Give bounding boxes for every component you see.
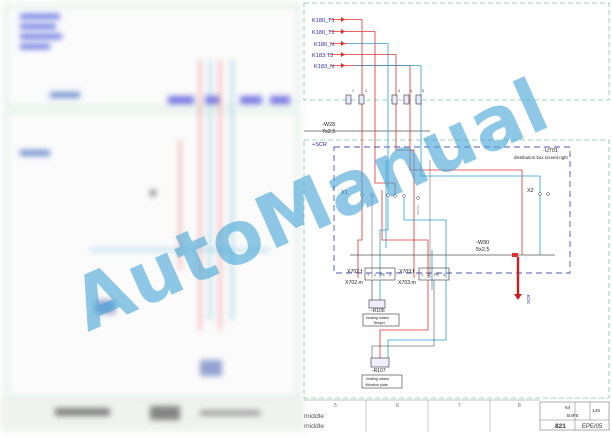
column-number: 6 <box>396 403 399 409</box>
svg-text:3: 3 <box>389 273 391 277</box>
svg-text:PE: PE <box>380 273 386 277</box>
signal-ref[interactable]: K183:T3 <box>312 53 333 59</box>
footer-row-1: middle <box>304 413 324 420</box>
area-label: +SCR <box>312 142 327 148</box>
svg-text:Tamper: Tamper <box>373 321 386 325</box>
svg-text:2: 2 <box>374 273 376 277</box>
distribution-box-frame <box>333 146 571 274</box>
svg-text:X703.f: X703.f <box>399 269 415 275</box>
red-conductors <box>357 19 523 278</box>
svg-text:1: 1 <box>421 273 423 277</box>
svg-text:1: 1 <box>367 273 369 277</box>
svg-text:5: 5 <box>422 89 424 93</box>
svg-text:3: 3 <box>443 273 445 277</box>
signal-ref[interactable]: K180_N <box>314 42 334 48</box>
svg-text:B4F5: B4F5 <box>567 413 579 419</box>
cable-w28-spec: 7x2,5 <box>322 129 335 135</box>
terminal-x1: X1 <box>341 190 348 196</box>
svg-text:heating rotator: heating rotator <box>366 316 390 320</box>
column-number: 8 <box>518 403 521 409</box>
svg-text:64: 64 <box>565 405 571 411</box>
svg-text:-R106: -R106 <box>371 308 385 314</box>
footer-row-2: middle <box>304 423 324 430</box>
area-frame <box>303 139 610 399</box>
svg-text:X702.f: X702.f <box>347 269 363 275</box>
column-number: 5 <box>334 403 337 409</box>
cable-w30-spec: 5x2,5 <box>476 247 489 253</box>
svg-text:4: 4 <box>410 89 412 93</box>
fuse-group: 1 2 3 4 5 <box>345 89 424 105</box>
blue-conductors <box>379 43 541 290</box>
svg-text:PE: PE <box>434 273 440 277</box>
svg-text:-R107: -R107 <box>372 368 386 374</box>
ground-conductors <box>371 160 431 278</box>
signal-ref[interactable]: K180_T1 <box>312 18 335 24</box>
heater-r107: -R107 heating rotator Vibration plate <box>361 280 447 389</box>
blurred-left-page <box>0 0 305 432</box>
terminal-points <box>360 192 550 200</box>
svg-text:X703.m: X703.m <box>398 280 416 286</box>
svg-text:Vibration plate: Vibration plate <box>365 383 388 387</box>
cable-w28-name: -W28 <box>322 122 335 128</box>
svg-text:146: 146 <box>592 408 600 414</box>
box-name: -U701 <box>543 148 558 154</box>
heater-r106: -R106 heating rotator Tamper <box>362 280 400 327</box>
down-ref[interactable]: SCR <box>526 294 531 304</box>
svg-text:EPE/05: EPE/05 <box>582 424 603 430</box>
svg-text:821: 821 <box>555 423 566 430</box>
bundle-arrow <box>514 294 522 300</box>
signal-ref[interactable]: K180_T2 <box>312 30 335 36</box>
terminal-x2: X2 <box>527 188 534 194</box>
svg-text:X702.m: X702.m <box>345 280 363 286</box>
svg-text:2: 2 <box>428 273 430 277</box>
column-number: 7 <box>458 403 461 409</box>
svg-text:heating rotator: heating rotator <box>366 377 390 381</box>
signal-references: K180_T1 K180_T2 K180_N K183:T3 K183_N <box>312 17 421 70</box>
signal-ref[interactable]: K183_N <box>314 64 334 70</box>
junction-marker <box>512 253 518 257</box>
box-description: distribution box screed right <box>514 155 568 160</box>
cable-w30-name: -W30 <box>476 240 489 246</box>
upper-frame <box>303 2 610 101</box>
svg-text:2: 2 <box>365 89 367 93</box>
title-block: 64 B4F5 146 821 EPE/05 <box>539 401 610 431</box>
svg-text:1: 1 <box>352 89 354 93</box>
svg-text:3: 3 <box>398 89 400 93</box>
